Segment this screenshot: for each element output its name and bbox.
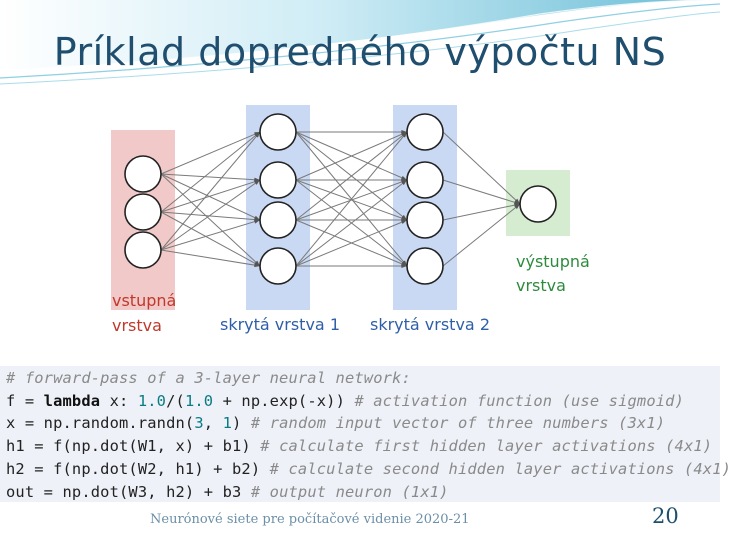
code-comment: # calculate second hidden layer activati… (269, 459, 731, 478)
connection-edge (442, 179, 521, 205)
connection-edge (160, 249, 261, 267)
code-line-4: h1 = f(np.dot(W1, x) + b1) # calculate f… (6, 437, 712, 455)
code-line-1: # forward-pass of a 3-layer neural netwo… (6, 369, 411, 387)
connection-edge (160, 219, 261, 251)
connection-edge (160, 211, 261, 267)
code-block: # forward-pass of a 3-layer neural netwo… (0, 366, 731, 502)
slide-title: Príklad dopredného výpočtu NS (53, 30, 667, 74)
neuron (124, 231, 162, 269)
connection-edge (160, 131, 261, 213)
code-comment: # calculate first hidden layer activatio… (260, 437, 713, 456)
arrowhead (514, 198, 520, 204)
neuron (259, 247, 297, 285)
connection-edge (160, 173, 261, 267)
neuron (259, 113, 297, 151)
neuron (406, 247, 444, 285)
code-comment: # forward-pass of a 3-layer neural netwo… (6, 369, 411, 387)
connection-edge (442, 203, 521, 221)
connection-edge (160, 131, 261, 175)
code-line-6: out = np.dot(W3, h2) + b3 # output neuro… (6, 483, 449, 501)
layer-label-4-line2: vrstva (516, 276, 566, 295)
code-line-5: h2 = f(np.dot(W2, h1) + b2) # calculate … (6, 460, 731, 478)
neuron (406, 201, 444, 239)
connection-edge (295, 131, 408, 221)
page-number: 20 (652, 504, 679, 528)
code-token: x = np.random.randn( (6, 414, 195, 433)
neuron (259, 201, 297, 239)
arrowhead (401, 132, 407, 138)
code-token: h1 = f(np.dot(W1, x) + b1) (6, 437, 261, 456)
connection-edge (295, 131, 408, 181)
code-token: x: (100, 391, 138, 410)
code-comment: # activation function (use sigmoid) (354, 391, 684, 410)
header-wave-decoration (0, 0, 721, 85)
code-token: 3 (194, 414, 204, 433)
connection-edge (295, 219, 408, 267)
layer-label-4: výstupná (516, 252, 590, 271)
code-token: h2 = f(np.dot(W2, h1) + b2) (6, 459, 270, 478)
arrowhead (254, 180, 260, 185)
neural-network-diagram: vstupná vrstva skrytá vrstva 1 skrytá vrstv… (111, 105, 590, 335)
neuron (124, 193, 162, 231)
connection-edge (442, 131, 521, 205)
connection-edge (160, 173, 261, 181)
code-token: 1.0 (137, 391, 167, 410)
code-token: out = np.dot(W3, h2) + b3 (6, 482, 251, 501)
code-comment: # random input vector of three numbers (… (250, 414, 666, 433)
code-token: ) (232, 414, 251, 433)
connection-edge (295, 179, 408, 267)
arrowhead (254, 219, 260, 224)
connection-edge (442, 203, 521, 267)
slide-footer: Neurónové siete pre počítačové videnie 2… (150, 512, 470, 527)
code-token: f = (6, 391, 44, 410)
code-token: + np.exp(-x)) (213, 391, 355, 410)
connection-edge (160, 211, 261, 221)
code-token: 1 (222, 414, 233, 433)
connection-edge (160, 131, 261, 251)
arrowhead (514, 204, 520, 210)
connection-edge (295, 131, 408, 267)
arrowhead (254, 132, 260, 138)
code-token: /( (166, 391, 185, 410)
code-token: , (203, 414, 223, 433)
arrowhead (401, 263, 407, 269)
connection-edge (295, 179, 408, 221)
arrowhead (401, 214, 407, 220)
connection-edge (160, 179, 261, 213)
connection-edge (160, 179, 261, 251)
layer-label-1-line2: vrstva (112, 316, 162, 335)
arrowhead (401, 180, 407, 186)
code-token: 1.0 (184, 391, 214, 410)
neuron (259, 161, 297, 199)
code-line-3: x = np.random.randn(3, 1) # random input… (6, 414, 665, 432)
arrowhead (401, 220, 407, 225)
code-line-2: f = lambda x: 1.0/(1.0 + np.exp(-x)) # a… (6, 392, 684, 410)
arrowhead (514, 200, 520, 205)
code-token: lambda (43, 391, 101, 410)
layer-label-1: vstupná (112, 291, 176, 310)
neuron (124, 155, 162, 193)
layer-label-3: skrytá vrstva 2 (370, 315, 490, 334)
neuron (519, 185, 557, 223)
neuron (406, 113, 444, 151)
neuron (406, 161, 444, 199)
layer-label-2: skrytá vrstva 1 (220, 315, 340, 334)
code-comment: # output neuron (1x1) (250, 482, 449, 501)
connection-edge (160, 173, 261, 221)
arrowhead (254, 263, 260, 268)
